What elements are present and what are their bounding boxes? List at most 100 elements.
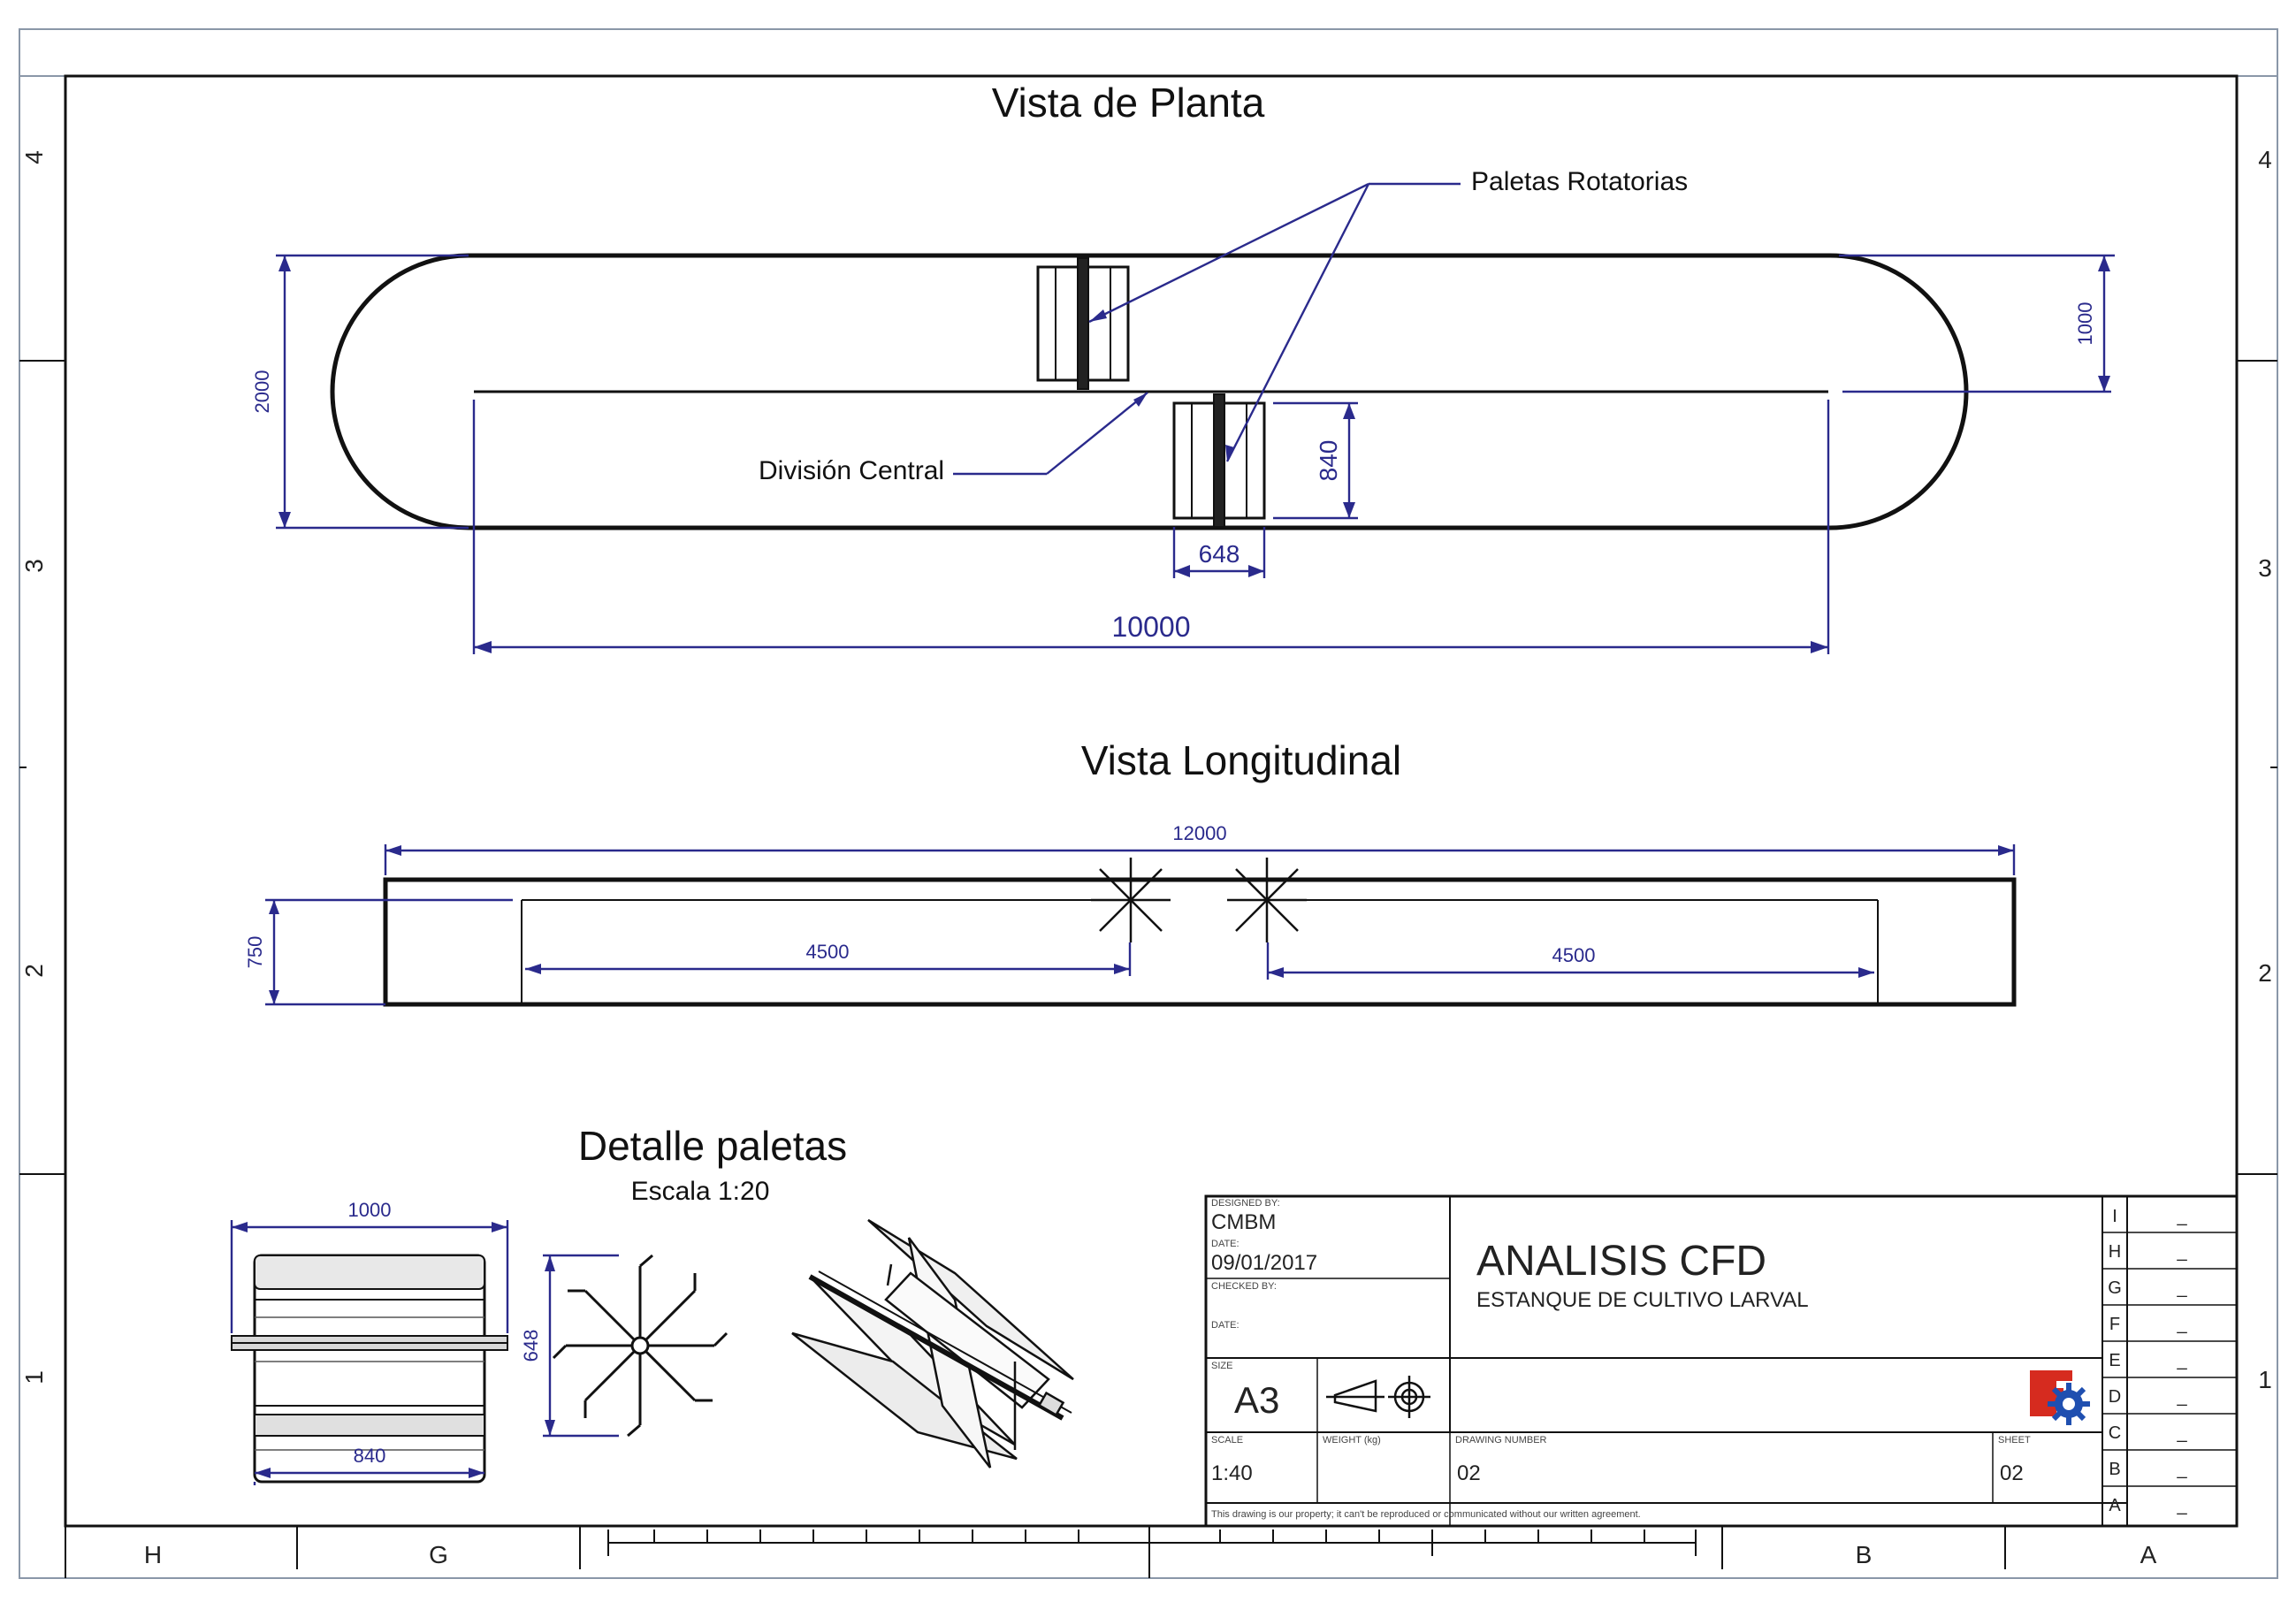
dim-plan-half-width-label: 1000 — [2074, 302, 2096, 346]
callout-paddles-leader-b — [1225, 183, 1370, 462]
callout-paddles-arrow-b — [1225, 445, 1234, 462]
paddle-star-left — [1091, 858, 1171, 942]
revision-letter-e: E — [2109, 1351, 2120, 1370]
dim-plan-length — [472, 400, 1830, 654]
revision-value-i: _ — [2176, 1207, 2187, 1226]
weight-label: WEIGHT (kg) — [1323, 1435, 1381, 1446]
dim-longitudinal-right — [1266, 942, 1874, 980]
dim-longitudinal-total-label: 12000 — [1172, 822, 1226, 844]
longitudinal-view: Vista Longitudinal 12000 — [244, 737, 2017, 1007]
scale-ruler — [607, 1530, 1697, 1556]
dim-detail-blade-width-label: 840 — [354, 1445, 386, 1467]
dim-longitudinal-depth — [265, 898, 513, 1006]
ownership-disclaimer: This drawing is our property; it can't b… — [1211, 1509, 1641, 1520]
dim-longitudinal-left — [525, 942, 1132, 976]
revision-value-d: _ — [2176, 1387, 2187, 1407]
rotating-paddle-lower — [1172, 393, 1266, 528]
paddle-end-view — [552, 1254, 728, 1438]
checked-date-label: DATE: — [1211, 1320, 1240, 1331]
revision-letter-b: B — [2109, 1460, 2120, 1479]
scale-label: SCALE — [1211, 1435, 1243, 1446]
dim-detail-blade-width — [253, 1468, 484, 1485]
callout-division-leader-a — [1046, 392, 1148, 475]
row-label-3-left: 3 — [20, 559, 48, 573]
row-label-2-left: 2 — [20, 964, 48, 978]
row-label-3-right: 3 — [2258, 554, 2272, 582]
tank-outline-plan — [330, 253, 1969, 530]
revision-value-e: _ — [2176, 1351, 2187, 1370]
callout-paddles-arrow-a — [1089, 309, 1107, 322]
rotating-paddle-upper — [1036, 257, 1130, 390]
col-label-A: A — [2140, 1541, 2157, 1568]
dim-paddle-length-label: 840 — [1315, 440, 1342, 482]
dim-longitudinal-right-label: 4500 — [1552, 944, 1596, 966]
designed-by-label: DESIGNED BY: — [1211, 1198, 1280, 1209]
dim-paddle-length — [1273, 401, 1358, 520]
dim-plan-width — [276, 254, 469, 530]
size-label: SIZE — [1211, 1361, 1232, 1371]
freecad-logo-icon — [2030, 1370, 2090, 1425]
date-value: 09/01/2017 — [1211, 1251, 1317, 1275]
revision-letter-d: D — [2109, 1387, 2121, 1407]
revision-value-a: _ — [2176, 1496, 2187, 1515]
callout-paddles-leader-a — [1088, 182, 1369, 324]
longitudinal-view-title: Vista Longitudinal — [1081, 737, 1401, 783]
revision-letter-a: A — [2109, 1496, 2121, 1515]
dim-detail-width — [230, 1220, 509, 1333]
dim-paddle-diameter — [1172, 527, 1266, 578]
row-zone-markers — [19, 360, 2277, 1175]
row-label-1-right: 1 — [2258, 1366, 2272, 1393]
callout-division-arrow — [1133, 393, 1148, 407]
title-block: DESIGNED BY: CMBM DATE: 09/01/2017 CHECK… — [1204, 1194, 2239, 1528]
revision-letter-g: G — [2108, 1278, 2122, 1298]
sheet-value: 02 — [2000, 1461, 2024, 1485]
revision-letter-c: C — [2109, 1423, 2121, 1443]
paddle-side-view — [231, 1254, 508, 1484]
row-label-2-right: 2 — [2258, 959, 2272, 987]
projection-symbol-icon — [1326, 1376, 1430, 1418]
dim-longitudinal-left-label: 4500 — [806, 941, 850, 963]
dim-paddle-diameter-label: 648 — [1199, 540, 1240, 568]
revision-value-h: _ — [2176, 1242, 2187, 1262]
row-label-4-right: 4 — [2258, 146, 2272, 173]
col-label-G: G — [429, 1541, 448, 1568]
callout-central-division: División Central — [759, 456, 944, 485]
revision-letter-i: I — [2112, 1207, 2117, 1226]
drawing-title: ANALISIS CFD — [1476, 1238, 1766, 1285]
paddle-isometric-view — [791, 1218, 1074, 1468]
paddle-detail-view: Detalle paletas Escala 1:20 1000 — [230, 1123, 1074, 1485]
column-zone-markers — [296, 1526, 2006, 1578]
dim-longitudinal-total — [384, 844, 2016, 875]
dim-plan-half-width — [1839, 254, 2115, 392]
revision-value-f: _ — [2176, 1315, 2187, 1334]
drawing-number-value: 02 — [1457, 1461, 1481, 1485]
plan-view-title: Vista de Planta — [992, 80, 1265, 126]
paddle-star-right — [1227, 858, 1307, 942]
dim-detail-diameter — [543, 1254, 619, 1438]
checked-by-label: CHECKED BY: — [1211, 1281, 1277, 1292]
row-label-1-left: 1 — [20, 1370, 48, 1385]
revision-value-g: _ — [2176, 1278, 2187, 1298]
scale-value: 1:40 — [1211, 1461, 1253, 1485]
col-label-B: B — [1856, 1541, 1873, 1568]
revision-letter-h: H — [2109, 1242, 2121, 1262]
date-label: DATE: — [1211, 1239, 1240, 1249]
drawing-subtitle: ESTANQUE DE CULTIVO LARVAL — [1476, 1288, 1809, 1312]
dim-plan-length-label: 10000 — [1112, 611, 1191, 643]
dim-detail-diameter-label: 648 — [520, 1330, 542, 1362]
row-label-4-left: 4 — [20, 150, 48, 164]
dim-longitudinal-depth-label: 750 — [244, 936, 266, 969]
designed-by-value: CMBM — [1211, 1210, 1276, 1234]
revision-value-b: _ — [2176, 1460, 2187, 1479]
col-label-H: H — [144, 1541, 162, 1568]
dim-detail-width-label: 1000 — [348, 1199, 392, 1221]
paddle-detail-title: Detalle paletas — [578, 1123, 847, 1169]
paddle-detail-scale: Escala 1:20 — [631, 1177, 770, 1206]
size-value: A3 — [1234, 1379, 1279, 1421]
tank-outline-longitudinal — [383, 877, 2017, 1007]
callout-rotating-paddles: Paletas Rotatorias — [1471, 167, 1688, 196]
drawing-number-label: DRAWING NUMBER — [1455, 1435, 1547, 1446]
plan-view: Vista de Planta Paletas Rotatorias Divis… — [251, 80, 2115, 654]
dim-plan-width-label: 2000 — [251, 370, 273, 414]
